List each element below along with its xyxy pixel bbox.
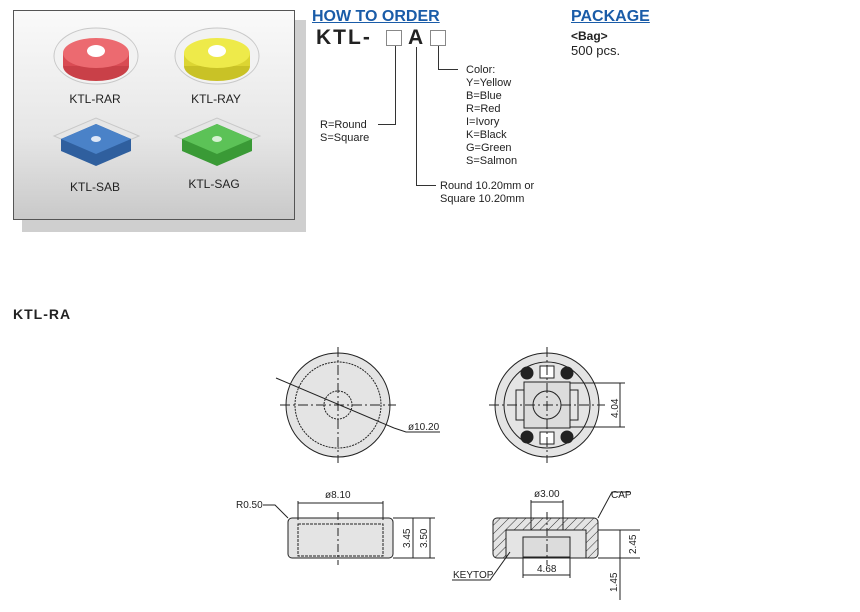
side-view	[263, 501, 435, 565]
order-code-fixed: A	[408, 26, 426, 49]
package-type: <Bag>	[571, 29, 608, 43]
top-view-round	[275, 347, 440, 463]
color-option: Y=Yellow	[466, 77, 512, 89]
product-label: KTL-SAB	[69, 180, 120, 194]
shape-options: R=Round S=Square	[320, 119, 369, 145]
dim-245: 2.45	[628, 534, 639, 554]
package-quantity: 500 pcs.	[571, 43, 621, 58]
product-label: KTL-RAY	[191, 92, 241, 106]
color-option: I=Ivory	[466, 116, 500, 128]
shape-code-box	[386, 30, 402, 46]
order-code-prefix: KTL-	[316, 26, 372, 49]
how-to-order-heading: HOW TO ORDER	[312, 8, 440, 25]
connector-line	[416, 47, 417, 186]
product-label: KTL-SAG	[188, 177, 240, 191]
dim-345: 3.45	[402, 528, 413, 548]
color-option: R=Red	[466, 103, 501, 115]
color-option: G=Green	[466, 142, 512, 154]
connector-line	[378, 124, 396, 125]
dim-145: 1.45	[609, 572, 620, 592]
size-option: Round 10.20mm or	[440, 180, 535, 192]
color-code-box	[430, 30, 446, 46]
product-square-blue	[52, 117, 141, 166]
connector-line	[438, 46, 439, 70]
dim-hole-diameter: ø3.00	[534, 489, 560, 500]
color-options: Color: Y=Yellow B=Blue R=Red I=Ivory K=B…	[466, 64, 517, 168]
dim-468: 4.68	[537, 564, 557, 575]
color-title: Color:	[466, 64, 496, 76]
color-option: K=Black	[466, 129, 507, 141]
package-heading: PACKAGE	[571, 8, 650, 25]
size-options: Round 10.20mm or Square 10.20mm	[440, 180, 534, 206]
dim-350: 3.50	[419, 528, 430, 548]
dim-outer-diameter: ø10.20	[408, 422, 440, 433]
dim-radius: R0.50	[236, 500, 263, 511]
section-view	[452, 491, 640, 600]
product-square-green	[173, 117, 262, 166]
product-round-red	[53, 27, 139, 85]
shape-option: R=Round	[320, 119, 367, 131]
dim-404: 4.04	[610, 398, 621, 418]
color-option: B=Blue	[466, 90, 502, 102]
color-option: S=Salmon	[466, 155, 518, 167]
product-label: KTL-RAR	[69, 92, 121, 106]
connector-line	[438, 69, 458, 70]
keytop-label: KEYTOP	[453, 570, 494, 581]
connector-line	[416, 185, 436, 186]
bottom-view-round	[489, 347, 625, 463]
cap-label: CAP	[611, 490, 632, 501]
product-round-yellow	[174, 27, 260, 85]
product-illustrations	[52, 27, 262, 166]
size-option: Square 10.20mm	[440, 193, 525, 205]
shape-option: S=Square	[320, 132, 370, 144]
section-title: KTL-RA	[13, 306, 72, 322]
product-photo-panel	[13, 10, 295, 220]
dim-inner-diameter: ø8.10	[325, 490, 351, 501]
connector-line	[395, 46, 396, 125]
